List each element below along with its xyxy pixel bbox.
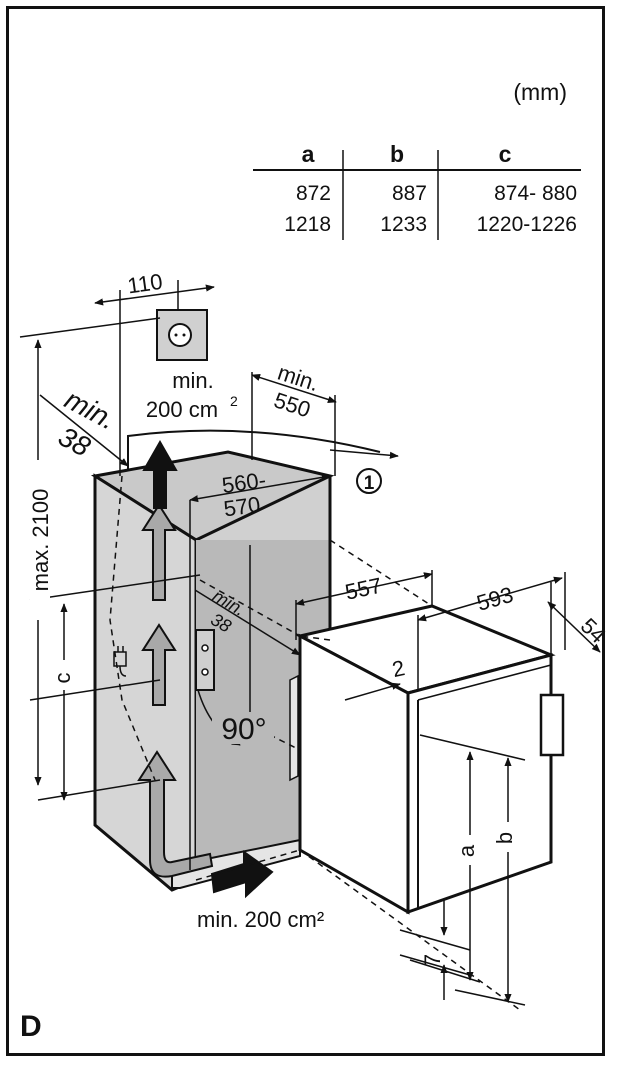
- power-plug-icon: [113, 646, 127, 677]
- airflow-arrow-curve-icon: [137, 750, 214, 878]
- max2100-label-bg: [30, 460, 50, 620]
- max2100-label: max. 2100: [28, 489, 53, 592]
- corner-label: D: [20, 1010, 42, 1043]
- diagram-frame: [6, 6, 605, 1056]
- callout-1-number: 1: [364, 473, 375, 494]
- min38-top-label-2: 38: [53, 421, 95, 463]
- hinge-bolt-icon: [201, 644, 209, 652]
- table-cell: 1218: [284, 213, 331, 236]
- intake-arrow-black-icon: [210, 850, 274, 899]
- top-vent-label-sup: 2: [230, 393, 238, 409]
- wall-socket: [156, 309, 208, 361]
- b-label-bg: [494, 822, 518, 852]
- table-cell: 872: [296, 182, 331, 205]
- angle-label-bg: [212, 712, 274, 744]
- callout-1: 1: [356, 468, 382, 494]
- bottom-vent-label: min. 200 cm²: [197, 907, 324, 932]
- dim-593-label: 593: [474, 582, 516, 616]
- angle-90-label: 90°: [221, 713, 266, 746]
- appliance-front-door: [406, 653, 553, 915]
- dimension-lines: [19, 280, 601, 1006]
- table-header-c: c: [499, 141, 512, 167]
- table-cell: 874- 880: [494, 182, 577, 205]
- hinge-bracket: [195, 629, 215, 691]
- dim-54-label: 54: [576, 613, 611, 648]
- dimension-labels: 110 min. 200 cm 2 min. 550 min. 38 1 max…: [20, 269, 611, 1043]
- niche-front-face: [93, 473, 198, 892]
- airflow-arrows: [137, 439, 274, 899]
- c-label-bg: [52, 660, 74, 690]
- dim-557-label: 557: [343, 573, 384, 605]
- table-cell: 1233: [380, 213, 427, 236]
- table-cell: 1220-1226: [477, 213, 577, 236]
- table-header-b: b: [390, 141, 404, 167]
- unit-label: (mm): [513, 79, 567, 105]
- dim-7-label: 7: [420, 954, 445, 966]
- top-vent-label-1: min.: [172, 368, 214, 393]
- dim-b-label: b: [492, 832, 517, 844]
- dim-570-label: 570: [222, 492, 262, 522]
- airflow-arrow-up-icon: [141, 503, 177, 601]
- door-handle: [539, 693, 565, 757]
- dimension-table: (mm) a b c 872 887 874- 880 1218 1233 12…: [253, 79, 581, 240]
- table-cell: 887: [392, 182, 427, 205]
- dim-a-label: a: [454, 844, 479, 857]
- dim-560-label: 560-: [220, 467, 267, 498]
- top-vent-label-2: 200 cm: [146, 397, 218, 422]
- table-header-a: a: [302, 141, 315, 167]
- dim-c-label: c: [50, 673, 75, 684]
- dim-2-label: 2: [390, 655, 407, 682]
- exhaust-arrow-black-icon: [142, 439, 178, 509]
- airflow-arrow-up-icon: [141, 623, 177, 706]
- dim-110-label: 110: [126, 269, 164, 299]
- a-label-bg: [456, 835, 480, 865]
- hinge-bolt-icon: [201, 668, 209, 676]
- niche-cabinet: [90, 450, 335, 892]
